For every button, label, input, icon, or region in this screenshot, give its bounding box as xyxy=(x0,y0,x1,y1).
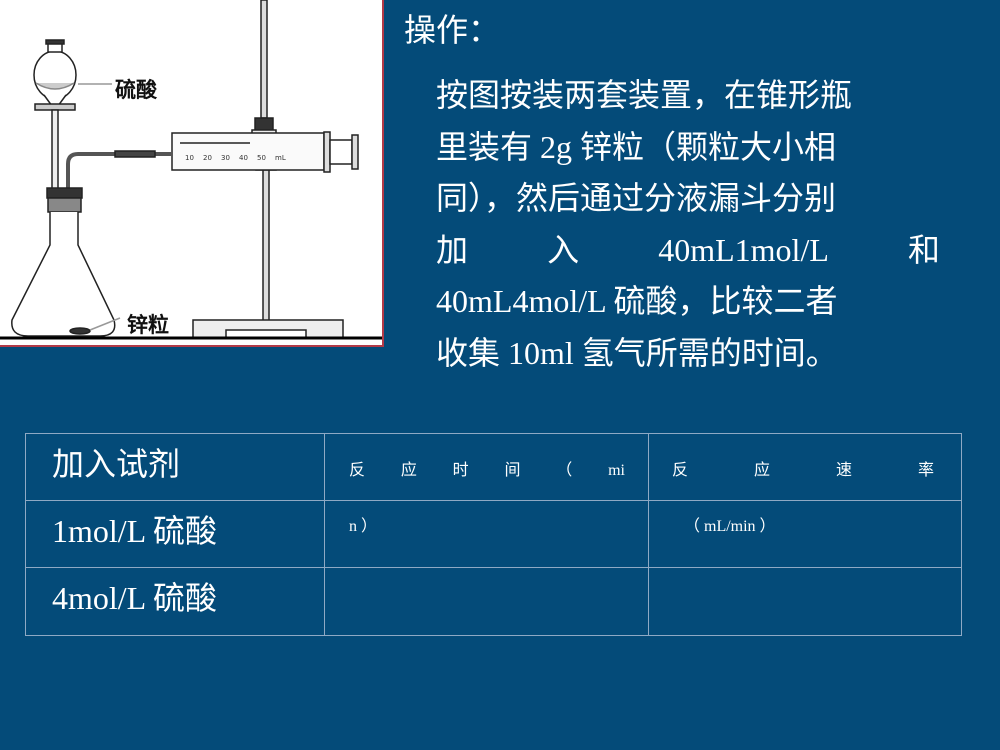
header-reaction-rate: 反 应 速 率 （ mL/min ） xyxy=(672,462,934,535)
apparatus-diagram: 10 20 30 40 50 mL 硫酸 锌粒 xyxy=(0,0,384,347)
paragraph-line: 按图按装两套装置，在锥形瓶 xyxy=(436,77,853,113)
header-rate-cell xyxy=(648,433,962,501)
procedure-paragraph: 按图按装两套装置，在锥形瓶 里装有 2g 锌粒（颗粒大小相 同），然后通过分液漏… xyxy=(436,70,940,379)
header-reagent-cell: 加入试剂 xyxy=(25,433,325,501)
svg-text:50: 50 xyxy=(257,154,266,162)
section-heading: 操作： xyxy=(404,12,501,48)
table-header-row: 加入试剂 xyxy=(25,433,962,501)
time-value-cell[interactable] xyxy=(324,567,649,636)
svg-text:30: 30 xyxy=(221,154,230,162)
svg-text:20: 20 xyxy=(203,154,212,162)
results-table: 加入试剂 1mol/L 硫酸 4mol/L 硫酸 xyxy=(25,433,962,636)
row-reagent: 1mol/L 硫酸 xyxy=(52,513,218,549)
paragraph-line: 收集 10ml 氢气所需的时间。 xyxy=(436,334,838,371)
header-reaction-time: 反 应 时 间 （ mi n ） xyxy=(349,462,625,535)
label-zinc-granules: 锌粒 xyxy=(127,313,169,337)
paragraph-line: 同），然后通过分液漏斗分别 xyxy=(436,180,837,216)
header-reagent: 加入试剂 xyxy=(52,446,181,482)
svg-text:40: 40 xyxy=(239,154,248,162)
paragraph-line: 40mL4mol/L 硫酸，比较二者 xyxy=(436,283,838,319)
time-value-cell[interactable] xyxy=(324,500,649,568)
table-row: 4mol/L 硫酸 xyxy=(25,567,962,636)
paragraph-line: 加 入 40mL1mol/L 和 xyxy=(436,231,940,268)
paragraph-line: 里装有 2g 锌粒（颗粒大小相 xyxy=(436,128,837,165)
rate-value-cell[interactable] xyxy=(648,567,962,636)
label-sulfuric-acid: 硫酸 xyxy=(115,78,158,102)
syringe-scale-10: 10 xyxy=(185,154,194,162)
svg-text:mL: mL xyxy=(275,154,286,162)
row-reagent: 4mol/L 硫酸 xyxy=(52,580,218,616)
